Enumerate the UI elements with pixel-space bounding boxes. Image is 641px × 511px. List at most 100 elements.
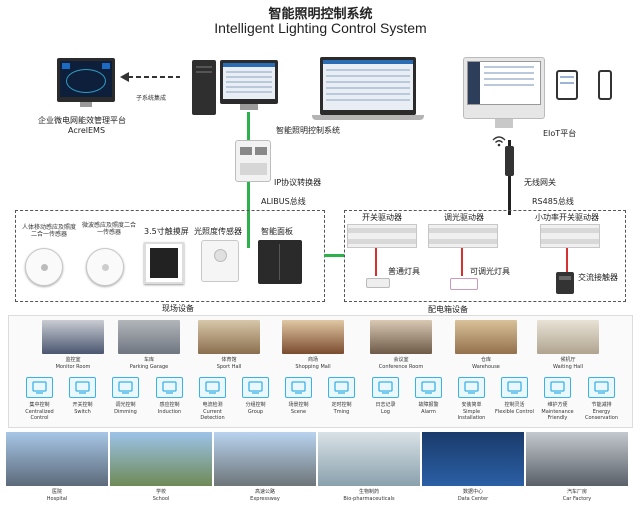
scene-photo-4 <box>282 320 344 354</box>
scene-label-en: Conference Room <box>378 364 424 370</box>
application-photo-6 <box>526 432 628 486</box>
ip-converter <box>235 140 271 182</box>
feature-label-cn: 电流检测 <box>202 402 223 408</box>
feature-label-en: Simple Installation <box>457 409 486 421</box>
scene-label-cn: 车库 <box>143 357 154 363</box>
field-device-2-label: 微波感应及照度二合一传感器 <box>81 222 136 236</box>
scene-label-cn: 商场 <box>307 357 318 363</box>
feature-label-cn: 分组控制 <box>245 402 266 408</box>
dimming-driver-label: 调光驱动器 <box>444 213 484 222</box>
cabinet-group <box>344 210 626 302</box>
feature-label-en: Dimming <box>114 409 137 415</box>
application-label-cn: 生物制药 <box>358 489 379 495</box>
scene-label-en: Sport Hall <box>216 364 242 370</box>
application-label-en: Expressway <box>250 496 280 502</box>
ac-contactor-label: 交流接触器 <box>578 273 618 282</box>
application-photo-4 <box>318 432 420 486</box>
pc-tower <box>192 60 216 115</box>
switch-driver <box>347 224 417 248</box>
small-switch-driver-label: 小功率开关驱动器 <box>535 213 599 222</box>
touch-screen <box>144 242 184 284</box>
field-devices-label: 现场设备 <box>162 304 194 313</box>
laptop-screen <box>320 57 416 115</box>
clock-icon <box>328 377 355 398</box>
wifi-icon <box>492 136 506 147</box>
ems-monitor <box>57 58 115 102</box>
motion-sensor <box>25 248 63 286</box>
alarm-icon <box>415 377 442 398</box>
gateway-antenna-line <box>508 140 511 215</box>
scene-photo-6 <box>455 320 517 354</box>
scene-photo-7 <box>537 320 599 354</box>
application-label-en: School <box>152 496 170 502</box>
dimming-driver <box>428 224 498 248</box>
feature-label-cn: 故障报警 <box>418 402 439 408</box>
ip-converter-label: IP协议转换器 <box>274 178 322 187</box>
tablet <box>556 70 578 100</box>
ac-contactor <box>556 272 574 294</box>
scene-label-cn: 监控室 <box>65 357 81 363</box>
imac-stand <box>495 119 513 128</box>
application-label-en: Car Factory <box>562 496 592 502</box>
scene-label-cn: 候机厅 <box>560 357 576 363</box>
smart-panel <box>258 240 302 284</box>
application-label-cn: 高速公路 <box>254 489 275 495</box>
sliders-icon <box>112 377 139 398</box>
subsystem-arrow <box>120 72 180 82</box>
subsystem-label: 子系统集成 <box>136 95 167 102</box>
scene-label-en: Shopping Mall <box>295 364 331 370</box>
feature-label-cn: 安装简单 <box>461 402 482 408</box>
title-en: Intelligent Lighting Control System <box>214 20 427 36</box>
application-label-en: Data Center <box>457 496 489 502</box>
application-label-cn: 汽车厂房 <box>566 489 587 495</box>
dimmable-lamp <box>450 278 478 290</box>
scene-label-cn: 体育馆 <box>221 357 237 363</box>
feature-label-cn: 感应控制 <box>159 402 180 408</box>
system-label: 智能照明控制系统 <box>276 126 340 135</box>
switch-driver-label: 开关驱动器 <box>362 213 402 222</box>
feature-label-en: Alarm <box>421 409 436 415</box>
field-device-5-label: 智能面板 <box>261 227 293 236</box>
normal-lamp-wire <box>375 248 377 276</box>
feature-label-en: Tming <box>333 409 350 415</box>
sensor-icon <box>156 377 183 398</box>
recycle-icon <box>588 377 615 398</box>
feature-label-cn: 节能减排 <box>591 402 612 408</box>
feature-label-cn: 集中控制 <box>29 402 50 408</box>
feature-label-en: Centralized Control <box>25 409 54 421</box>
contactor-wire <box>566 248 568 272</box>
feature-label-en: Switch <box>74 409 91 415</box>
feature-label-en: Energy Conservation <box>584 409 619 421</box>
scene-photo-2 <box>118 320 180 354</box>
ethernet-line-top <box>247 112 250 140</box>
feature-label-cn: 维护方便 <box>547 402 568 408</box>
application-label-en: Hospital <box>46 496 68 502</box>
feature-label-en: Induction <box>157 409 182 415</box>
feature-label-en: Current Detection <box>200 409 225 421</box>
field-device-1-label: 人体移动感应及照度二合一传感器 <box>22 224 77 238</box>
rs485-label: RS485总线 <box>532 197 574 206</box>
application-photo-5 <box>422 432 524 486</box>
install-icon <box>458 377 485 398</box>
microwave-sensor <box>86 248 124 286</box>
scene-icon <box>285 377 312 398</box>
phone <box>598 70 612 100</box>
feature-label-cn: 开关控制 <box>72 402 93 408</box>
illuminance-sensor <box>201 240 239 282</box>
monitor-icon <box>26 377 53 398</box>
feature-label-en: Log <box>381 409 390 415</box>
application-photo-1 <box>6 432 108 486</box>
scene-label-cn: 仓库 <box>480 357 491 363</box>
title-cn: 智能照明控制系统 <box>268 7 373 22</box>
normal-lamp-label: 普通灯具 <box>388 267 420 276</box>
ems-label-cn: 企业微电网能效管理平台 <box>38 116 126 125</box>
wireless-gateway <box>505 146 514 176</box>
application-photo-2 <box>110 432 212 486</box>
scene-photo-5 <box>370 320 432 354</box>
feature-label-cn: 定时控制 <box>331 402 352 408</box>
ems-monitor-stand <box>80 102 92 107</box>
scene-label-en: Monitor Room <box>55 364 91 370</box>
scene-photo-3 <box>198 320 260 354</box>
feature-label-cn: 场景控制 <box>288 402 309 408</box>
laptop-base <box>312 115 424 120</box>
